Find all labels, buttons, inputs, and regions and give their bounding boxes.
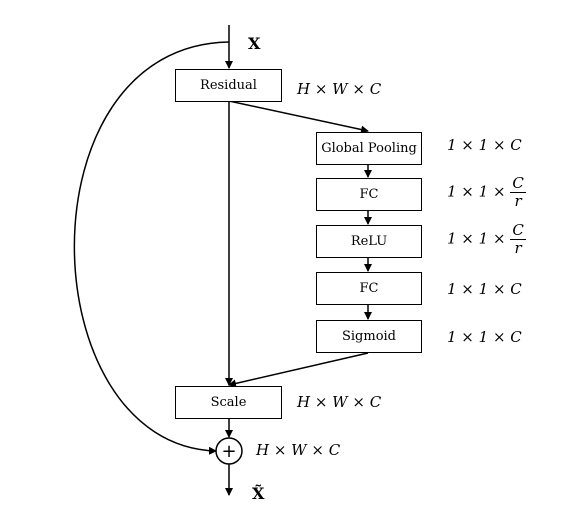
global-pooling-dim-text: 1 × 1 × C xyxy=(447,136,522,154)
scale-label: Scale xyxy=(210,395,247,410)
sum-dim-text: H × W × C xyxy=(256,441,341,459)
relu-dim-prefix: 1 × 1 × xyxy=(447,229,506,248)
relu-block: ReLU xyxy=(316,225,422,258)
fc1-dim-fraction: C r xyxy=(510,174,526,210)
fc1-dim-prefix: 1 × 1 × xyxy=(447,182,506,201)
fc1-block: FC xyxy=(316,178,422,211)
fc1-dim: 1 × 1 × C r xyxy=(447,176,526,209)
output-label: X̃ xyxy=(252,484,265,503)
input-label: X xyxy=(248,34,261,53)
scale-dim-text: H × W × C xyxy=(297,393,382,411)
global-pooling-label: Global Pooling xyxy=(321,141,417,156)
residual-dim-text: H × W × C xyxy=(297,80,382,98)
fc1-label: FC xyxy=(359,187,379,202)
sum-symbol: + xyxy=(221,441,236,462)
skip-connection xyxy=(73,41,230,455)
fc1-dim-numerator: C xyxy=(510,174,526,193)
fc2-label: FC xyxy=(359,281,379,296)
residual-to-pooling-arrow xyxy=(228,100,369,134)
sigmoid-to-scale-arrow xyxy=(228,352,369,388)
relu-label: ReLU xyxy=(350,234,388,249)
residual-dim: H × W × C xyxy=(297,80,381,98)
fc2-block: FC xyxy=(316,272,422,305)
scale-block: Scale xyxy=(175,386,282,419)
global-pooling-dim: 1 × 1 × C xyxy=(447,136,522,154)
scale-dim: H × W × C xyxy=(297,393,381,411)
fc2-dim-text: 1 × 1 × C xyxy=(447,280,522,298)
residual-block: Residual xyxy=(175,69,282,102)
sigmoid-dim-text: 1 × 1 × C xyxy=(447,328,522,346)
relu-dim-fraction: C r xyxy=(510,221,526,257)
sigmoid-dim: 1 × 1 × C xyxy=(447,328,522,346)
sigmoid-label: Sigmoid xyxy=(341,329,397,344)
fc1-dim-denominator: r xyxy=(514,192,522,210)
relu-dim: 1 × 1 × C r xyxy=(447,223,526,256)
sigmoid-block: Sigmoid xyxy=(316,320,422,353)
fc2-dim: 1 × 1 × C xyxy=(447,280,522,298)
relu-dim-numerator: C xyxy=(510,221,526,240)
relu-dim-denominator: r xyxy=(514,239,522,257)
global-pooling-block: Global Pooling xyxy=(316,132,422,165)
residual-label: Residual xyxy=(200,78,257,93)
sum-dim: H × W × C xyxy=(256,441,340,459)
